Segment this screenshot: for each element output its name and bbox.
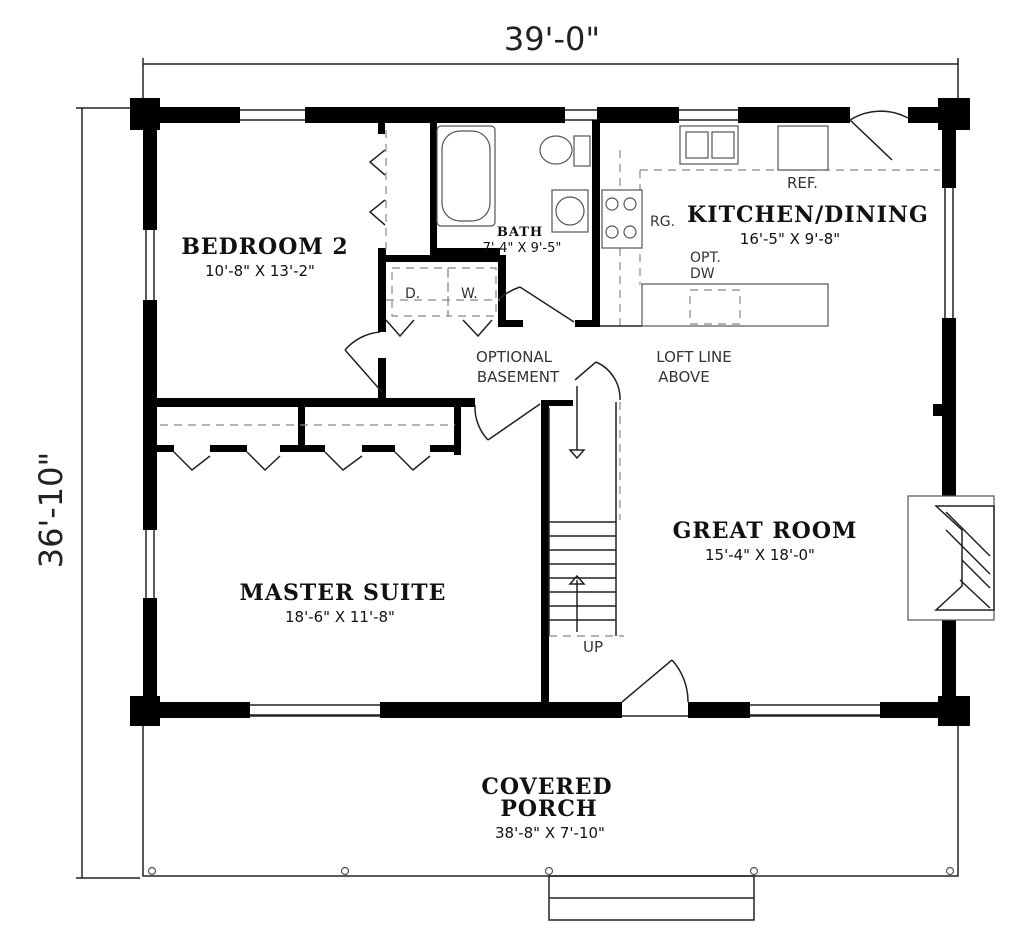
washer-label: W.	[461, 286, 478, 302]
above-label: ABOVE	[658, 368, 710, 386]
bedroom2-size: 10'-8" X 13'-2"	[205, 262, 315, 280]
porch-size: 38'-8" X 7'-10"	[495, 824, 605, 842]
kitchen-fixtures	[600, 125, 940, 327]
laundry	[391, 267, 497, 317]
bath-name: BATH	[497, 225, 543, 240]
basement-label: BASEMENT	[477, 368, 560, 386]
overall-depth-label: 36'-10"	[32, 452, 70, 569]
master-suite-size: 18'-6" X 11'-8"	[285, 608, 395, 626]
interior-walls	[157, 120, 600, 710]
exterior-walls	[130, 98, 970, 726]
great-room-size: 15'-4" X 18'-0"	[705, 546, 815, 564]
range	[601, 189, 643, 249]
loft-line-label: LOFT LINE	[656, 348, 731, 366]
porch-name-line1: COVERED	[481, 774, 612, 800]
porch-name-line2: PORCH	[500, 796, 597, 822]
range-label: RG.	[650, 214, 675, 230]
fireplace	[907, 495, 995, 621]
sink	[555, 196, 585, 226]
optional-label: OPTIONAL	[476, 348, 553, 366]
dimension-lines	[76, 58, 959, 879]
windows	[145, 109, 954, 716]
great-room-name: GREAT ROOM	[673, 518, 858, 544]
kitchen-size: 16'-5" X 9'-8"	[740, 230, 840, 248]
refrigerator	[777, 125, 829, 171]
ref-label: REF.	[787, 174, 818, 192]
toilet	[539, 135, 573, 165]
bedroom2-name: BEDROOM 2	[181, 234, 348, 260]
overall-width-label: 39'-0"	[504, 20, 600, 58]
bath-fixtures	[436, 125, 591, 233]
master-suite-name: MASTER SUITE	[240, 580, 447, 606]
opt-label: OPT.	[690, 250, 721, 266]
kitchen-island	[641, 283, 829, 327]
doors	[160, 110, 909, 703]
stairs	[548, 386, 624, 637]
kitchen-name: KITCHEN/DINING	[687, 202, 929, 228]
up-label: UP	[583, 638, 603, 656]
dw-label: DW	[690, 266, 715, 282]
bath-size: 7'-4" X 9'-5"	[483, 241, 562, 256]
dryer-label: D.	[405, 286, 420, 302]
